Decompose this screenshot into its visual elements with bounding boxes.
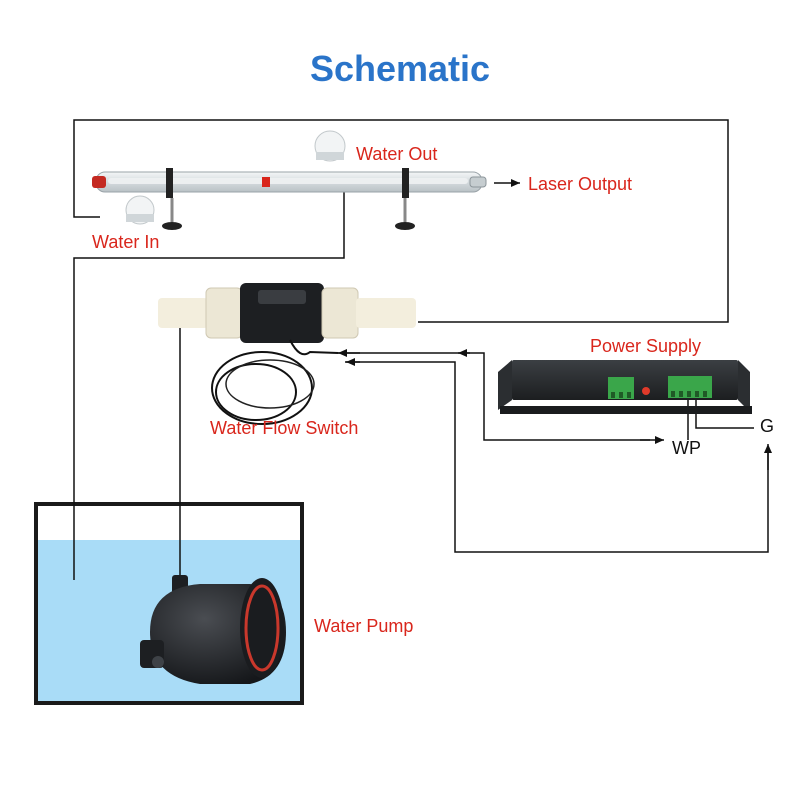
flow-switch-icon	[158, 283, 416, 425]
laser-output-label: Laser Output	[528, 174, 632, 194]
water-in-line	[73, 172, 345, 580]
laser-tube-icon	[92, 130, 487, 230]
switch-to-wp-line	[338, 352, 650, 441]
water-in-label: Water In	[92, 232, 159, 252]
water-flow-switch-label: Water Flow Switch	[210, 418, 358, 438]
water-out-label: Water Out	[356, 144, 437, 164]
g-pin-line	[695, 393, 754, 429]
power-supply-icon	[498, 360, 752, 414]
page-title: Schematic	[309, 48, 491, 89]
water-pump-icon	[140, 575, 286, 684]
arrowheads	[338, 179, 772, 470]
connection-lines	[73, 119, 769, 582]
wp-label: WP	[672, 438, 701, 458]
water-pump-label: Water Pump	[314, 616, 413, 636]
water-return-line	[73, 119, 729, 323]
g-label: G	[760, 416, 774, 436]
power-supply-label: Power Supply	[590, 336, 701, 356]
switch-to-g-line	[345, 361, 769, 553]
